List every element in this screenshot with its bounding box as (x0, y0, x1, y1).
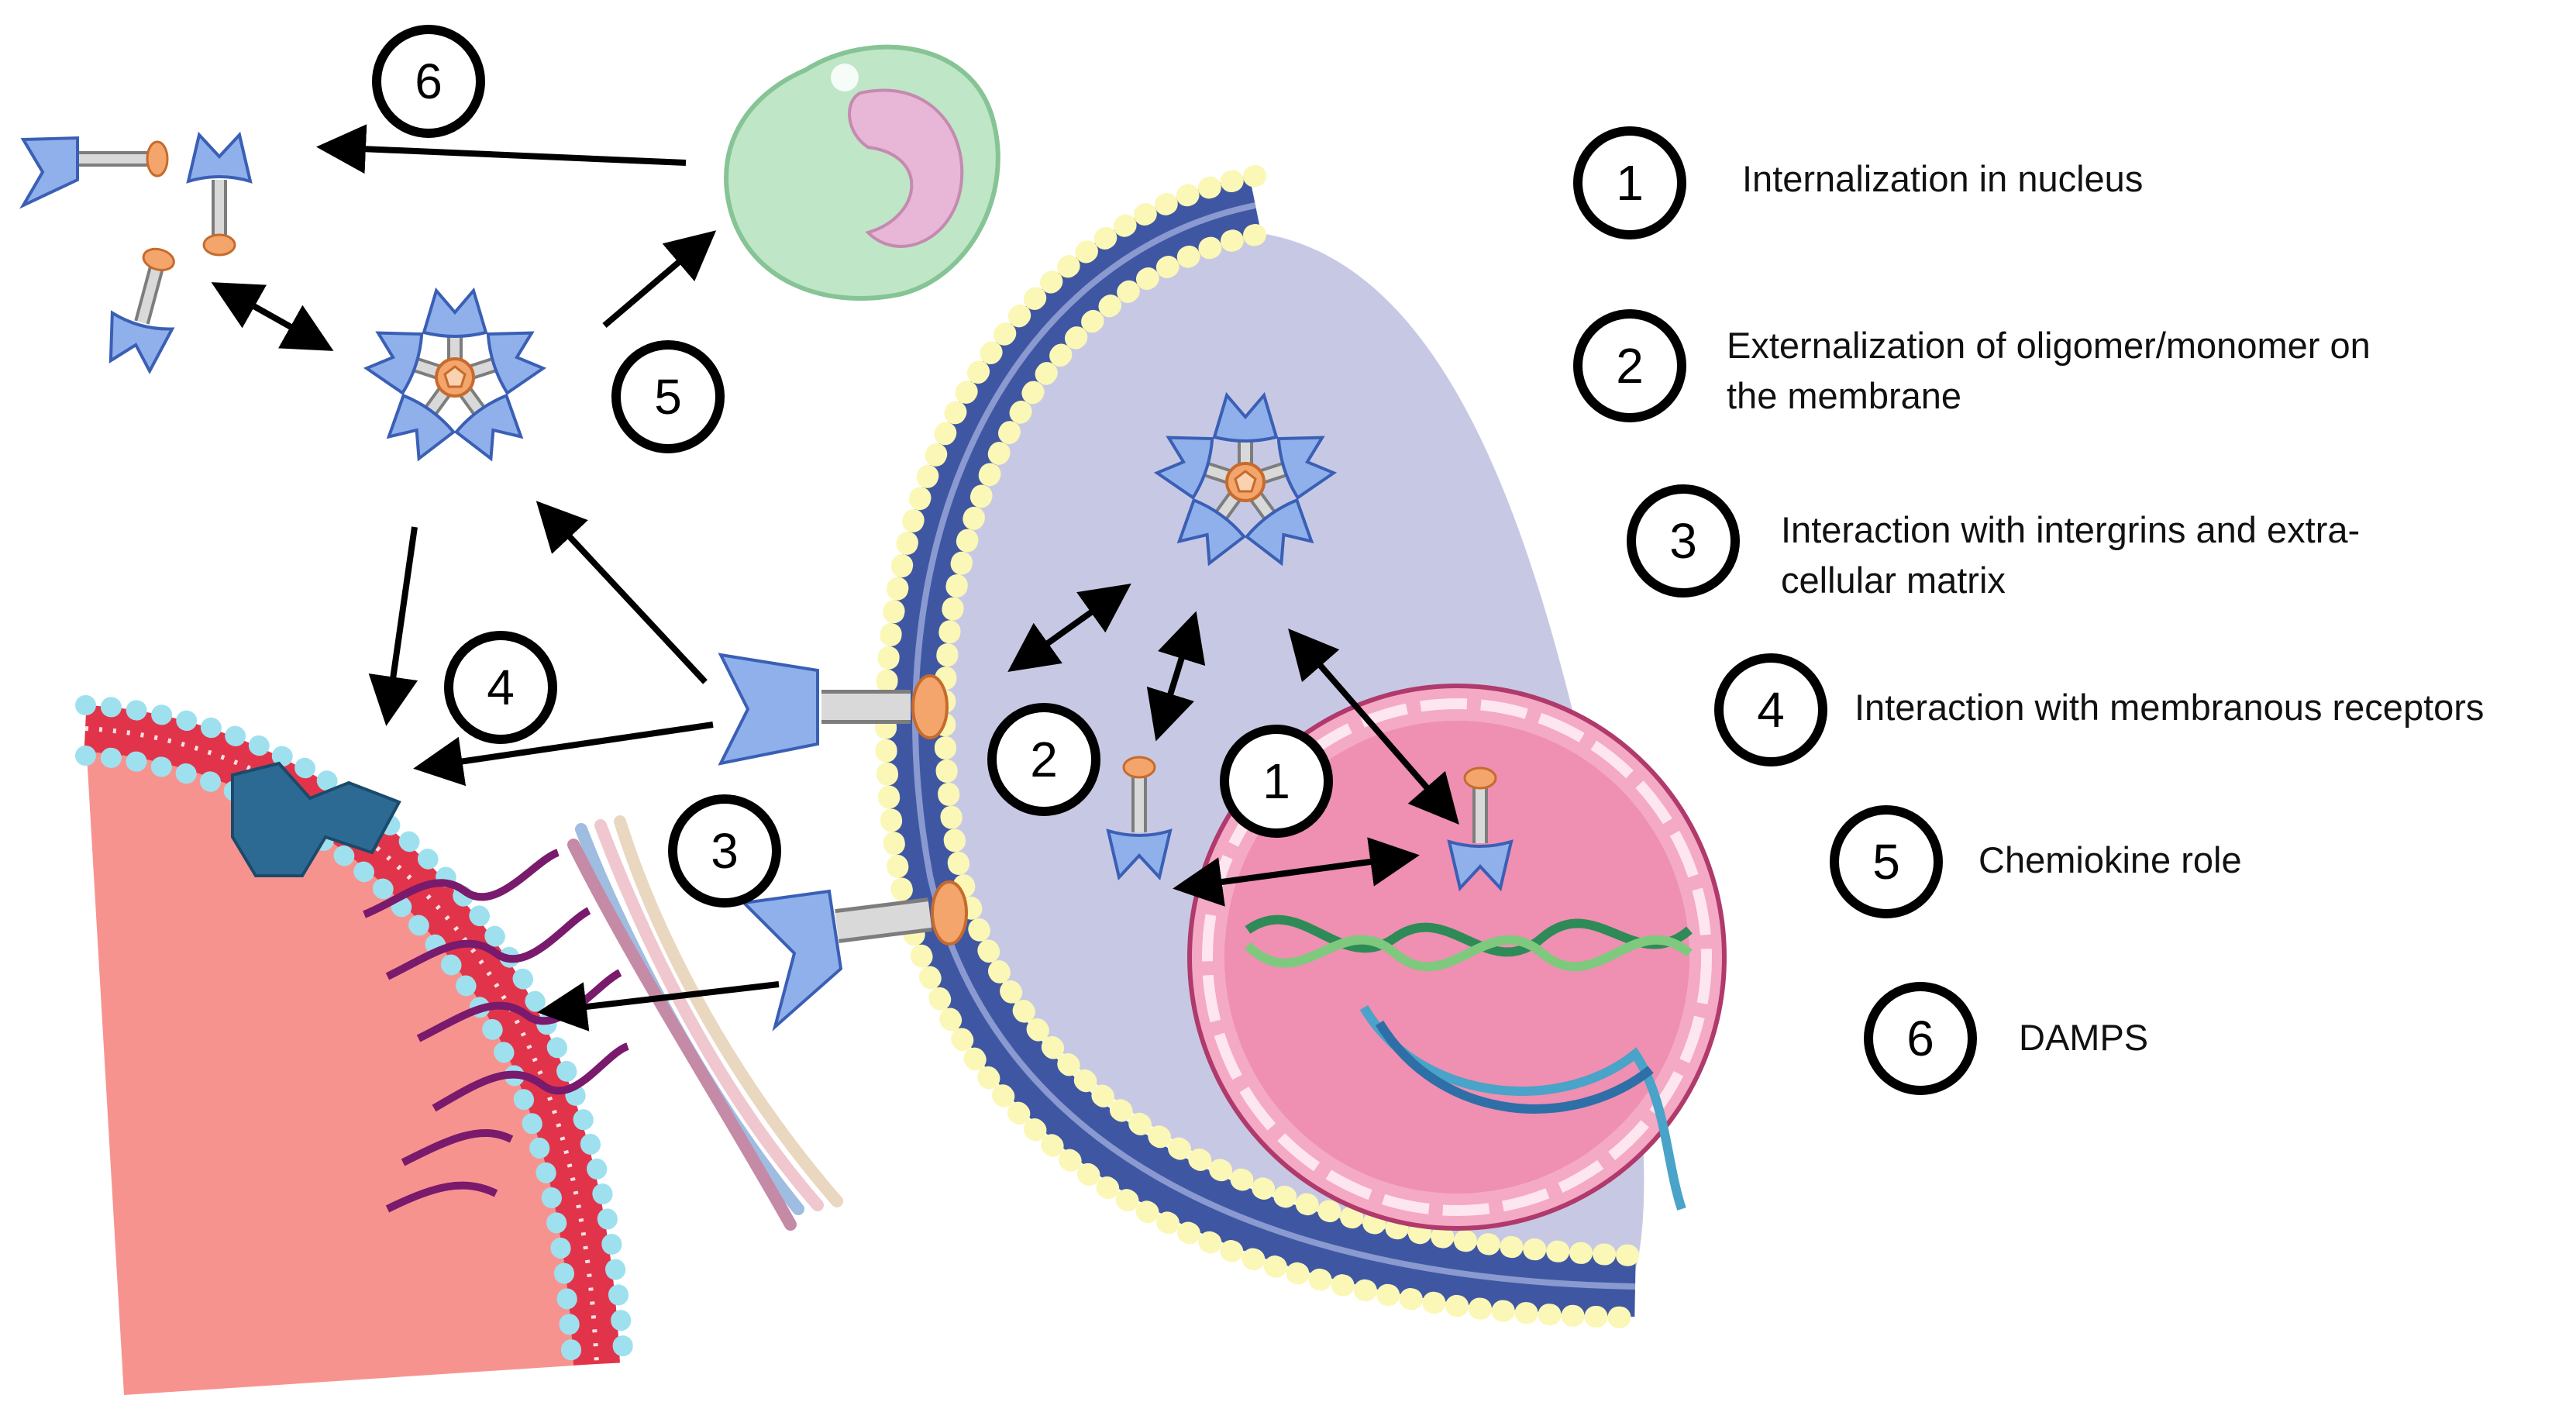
legend-label-2a: Externalization of oligomer/monomer on (1727, 325, 2371, 366)
membrane-anchored-galectin-lower (740, 880, 968, 1032)
legend-item-5: 5 Chemiokine role (1830, 805, 2242, 918)
legend-label-5: Chemiokine role (1978, 839, 2242, 880)
monomer-extracellular-1 (19, 136, 169, 209)
legend-label-6: DAMPS (2019, 1017, 2148, 1058)
legend-item-2: 2 Externalization of oligomer/monomer on… (1573, 309, 2371, 422)
svg-text:1: 1 (1262, 753, 1290, 809)
legend-label-3a: Interaction with intergrins and extra- (1781, 509, 2360, 550)
legend: 1 Internalization in nucleus 2 Externali… (1573, 126, 2484, 1095)
svg-text:5: 5 (1872, 834, 1900, 890)
immune-cell (724, 44, 1000, 301)
ecm-fibers (567, 815, 843, 1231)
figure-step-3: 3 (668, 794, 781, 908)
svg-text:4: 4 (487, 660, 515, 715)
legend-item-3: 3 Interaction with intergrins and extra-… (1627, 484, 2360, 601)
target-cell (85, 728, 597, 1395)
figure-step-6: 6 (372, 25, 485, 138)
dna-helix (1244, 914, 1693, 1211)
monomer-extracellular-2 (188, 135, 250, 255)
membrane-anchored-galectin-upper (718, 653, 949, 766)
monomer-extracellular-3 (100, 242, 191, 374)
figure-step-2: 2 (987, 703, 1100, 816)
legend-item-4: 4 Interaction with membranous receptors (1714, 653, 2484, 766)
integrin-receptor (231, 761, 401, 877)
svg-text:3: 3 (1669, 513, 1697, 569)
svg-text:2: 2 (1616, 338, 1644, 394)
legend-label-4: Interaction with membranous receptors (1855, 687, 2484, 728)
legend-item-6: 6 DAMPS (1864, 982, 2148, 1095)
ecm-proteoglycans (363, 849, 630, 1213)
legend-label-2b: the membrane (1727, 375, 1961, 416)
legend-label-1: Internalization in nucleus (1742, 158, 2143, 199)
svg-text:1: 1 (1616, 155, 1644, 211)
svg-text:2: 2 (1030, 732, 1058, 787)
arrows (211, 124, 1459, 1032)
svg-text:3: 3 (711, 823, 739, 879)
legend-label-3b: cellular matrix (1781, 560, 2006, 601)
svg-text:6: 6 (415, 53, 443, 109)
figure-step-1: 1 (1220, 725, 1333, 838)
legend-item-1: 1 Internalization in nucleus (1573, 126, 2143, 239)
svg-text:5: 5 (654, 369, 682, 425)
svg-text:6: 6 (1906, 1011, 1934, 1066)
svg-text:4: 4 (1757, 682, 1785, 738)
figure-step-4: 4 (444, 631, 557, 744)
pentamer-extracellular (363, 291, 547, 466)
figure-step-5: 5 (611, 340, 725, 453)
